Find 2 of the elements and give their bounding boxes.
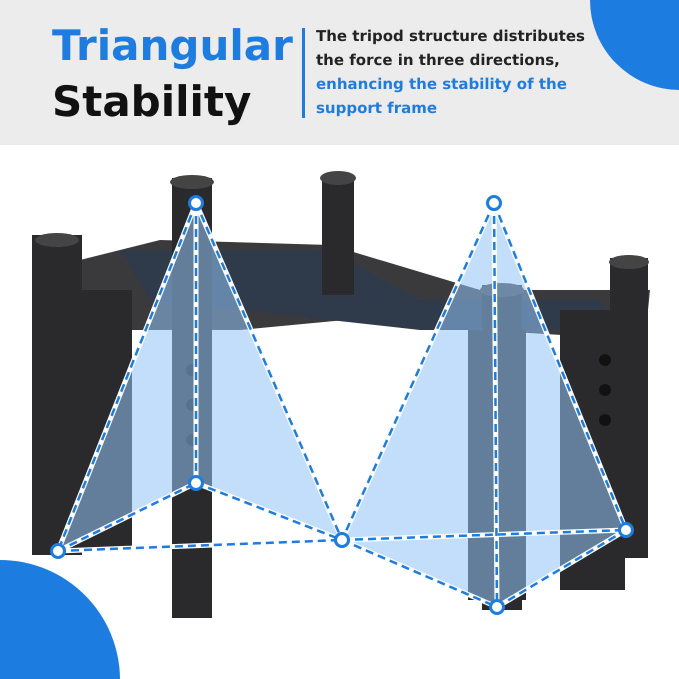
description: The tripod structure distributes the force in three directions, enhancing the stability of the support frame <box>316 26 586 119</box>
title: Triangular Stability <box>52 20 292 128</box>
